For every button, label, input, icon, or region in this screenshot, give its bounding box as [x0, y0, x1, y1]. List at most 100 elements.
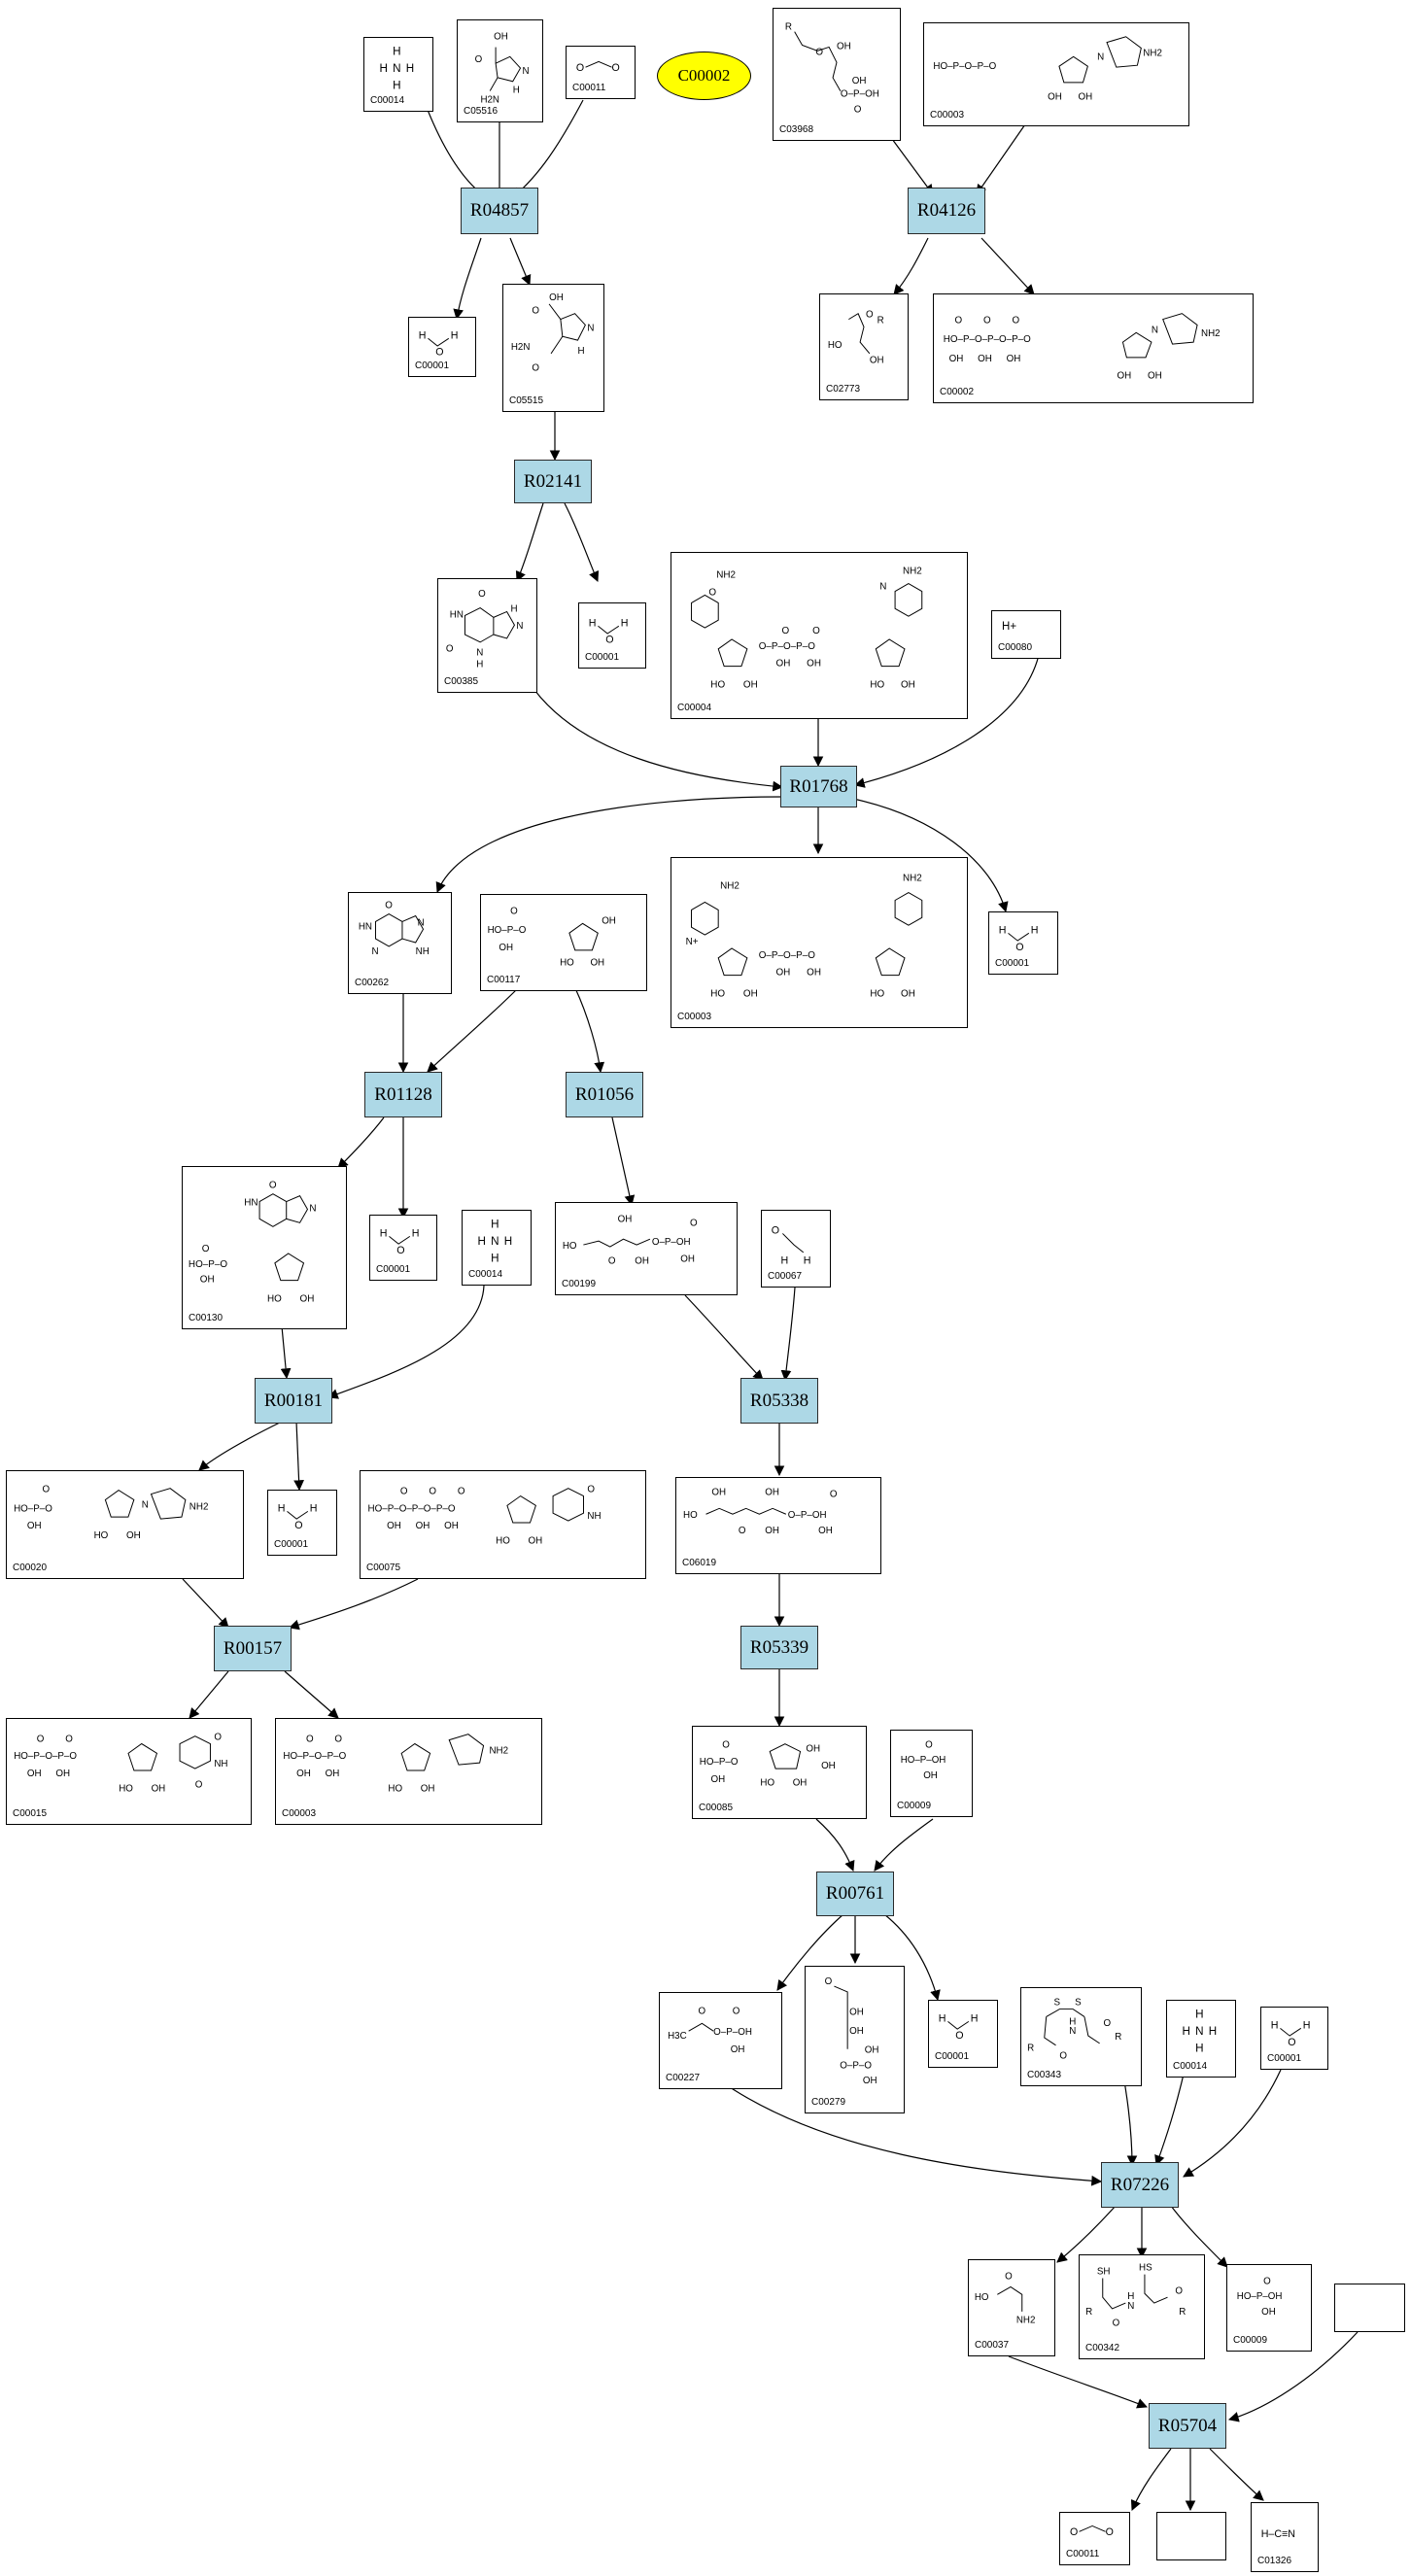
reaction-r05339[interactable]: R05339	[740, 1626, 818, 1669]
compound-c00080[interactable]: H+ C00080	[991, 610, 1061, 659]
svg-text:N: N	[309, 1203, 316, 1214]
reaction-r07226[interactable]: R07226	[1101, 2162, 1179, 2208]
water-structure: HOH	[999, 924, 1039, 952]
compound-id: C00001	[995, 958, 1030, 969]
edge	[427, 109, 487, 198]
compound-id: C00011	[572, 83, 606, 93]
svg-text:OH: OH	[711, 1488, 726, 1498]
compound-id: C00279	[811, 2097, 846, 2108]
svg-text:O: O	[510, 907, 518, 917]
reaction-r04126[interactable]: R04126	[908, 188, 985, 234]
compound-id: C00085	[699, 1803, 734, 1813]
compound-c01326[interactable]: H–C≡N C01326	[1251, 2502, 1319, 2572]
reaction-r01768[interactable]: R01768	[780, 766, 857, 807]
reaction-r01128[interactable]: R01128	[364, 1072, 442, 1117]
compound-blank[interactable]	[1156, 2512, 1226, 2560]
edge	[780, 1287, 796, 1382]
svg-text:OH: OH	[765, 1488, 779, 1498]
svg-text:O: O	[955, 2030, 963, 2042]
svg-text:OH: OH	[387, 1521, 401, 1531]
svg-text:O–P–O–P–O: O–P–O–P–O	[759, 950, 816, 961]
svg-text:H: H	[451, 329, 459, 341]
reaction-r02141[interactable]: R02141	[514, 460, 592, 503]
edge	[611, 1116, 636, 1207]
svg-text:OH: OH	[590, 958, 604, 969]
compound-blank[interactable]	[1334, 2284, 1405, 2332]
svg-text:OH: OH	[421, 1784, 435, 1795]
svg-text:NH: NH	[214, 1759, 227, 1769]
svg-text:OH: OH	[635, 1256, 649, 1267]
svg-text:H: H	[804, 1255, 811, 1267]
svg-text:OH: OH	[126, 1530, 141, 1541]
compound-id: C00009	[897, 1801, 932, 1811]
svg-text:H: H	[491, 1253, 499, 1265]
highlight-c00002-oval[interactable]: C00002	[657, 52, 751, 100]
svg-text:OH: OH	[27, 1769, 42, 1779]
svg-text:R: R	[1085, 2307, 1092, 2318]
svg-text:H: H	[476, 659, 483, 670]
svg-text:H: H	[393, 46, 400, 58]
svg-text:O: O	[708, 587, 716, 598]
reaction-r00761[interactable]: R00761	[816, 1872, 894, 1916]
svg-text:N: N	[522, 66, 529, 77]
svg-text:O: O	[1059, 2051, 1067, 2062]
svg-text:O: O	[532, 363, 539, 374]
reaction-r01056[interactable]: R01056	[566, 1072, 643, 1117]
reaction-r05704[interactable]: R05704	[1149, 2403, 1226, 2449]
svg-text:HO: HO	[388, 1784, 402, 1795]
edge	[288, 1578, 419, 1631]
svg-text:O: O	[65, 1735, 73, 1745]
edge	[776, 1913, 844, 1991]
reaction-r04857[interactable]: R04857	[461, 188, 538, 234]
reaction-r00157[interactable]: R00157	[214, 1626, 292, 1671]
svg-text:N: N	[516, 621, 523, 632]
reaction-r05338[interactable]: R05338	[740, 1378, 818, 1424]
svg-text:H: H	[393, 80, 400, 92]
reaction-r00181[interactable]: R00181	[255, 1378, 332, 1424]
svg-text:O: O	[983, 315, 991, 326]
